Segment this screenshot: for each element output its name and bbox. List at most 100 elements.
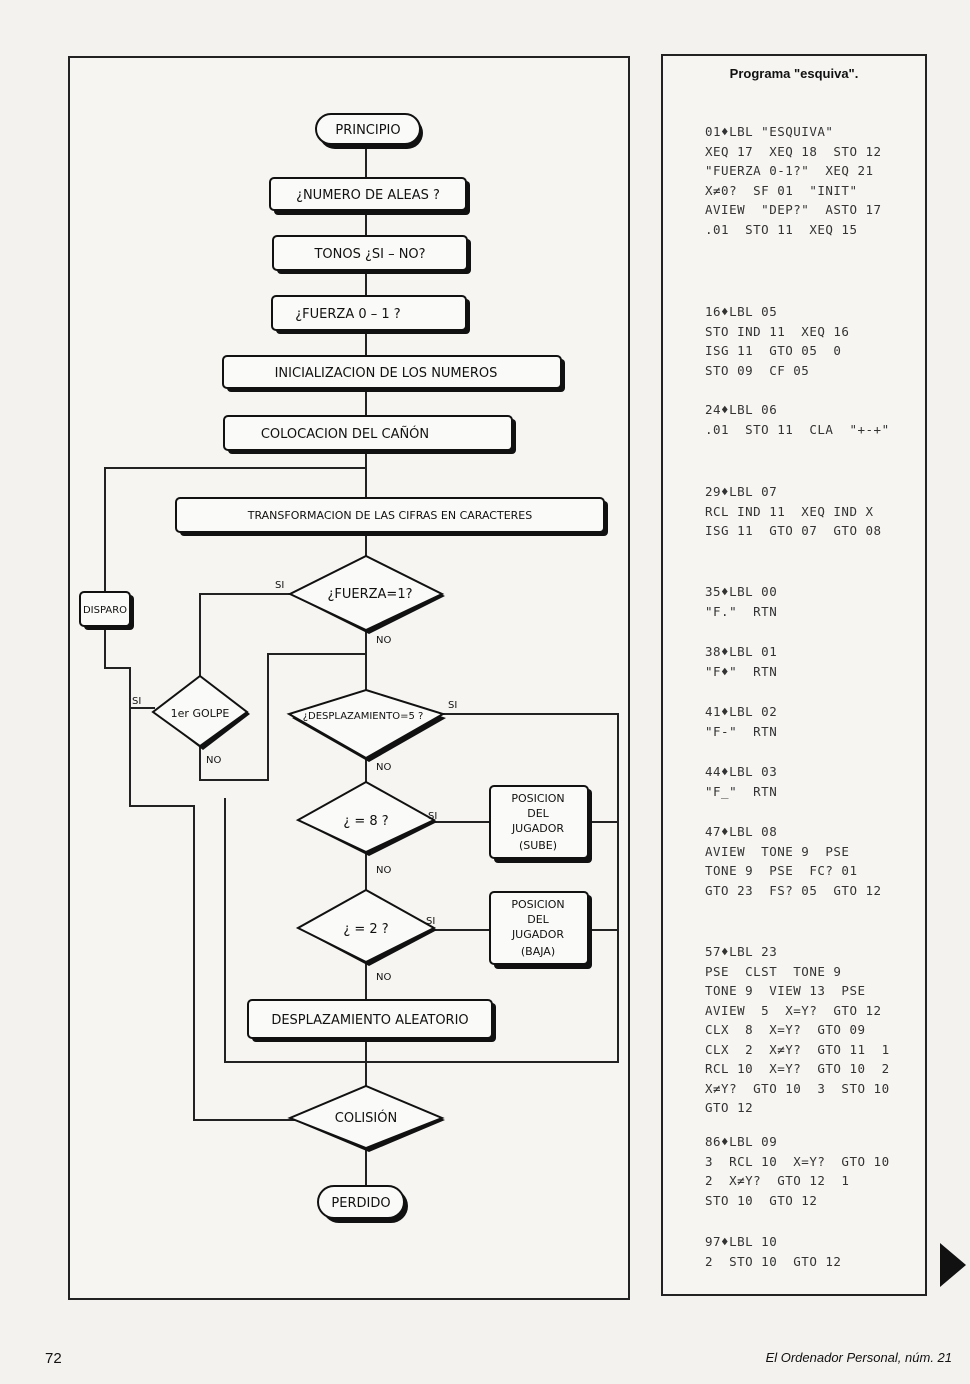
step-place-cannon: COLOCACION DEL CAÑÓN [223, 415, 516, 454]
code-line: STO 10 GTO 12 [705, 1192, 818, 1208]
decision-equals-8-si: SI [428, 811, 437, 822]
player-down-line2: DEL [527, 913, 549, 926]
step-place-cannon-label: COLOCACION DEL CAÑÓN [261, 426, 429, 442]
code-line: 97♦LBL 10 [705, 1234, 778, 1249]
code-line: AVIEW TONE 9 PSE [705, 843, 850, 859]
program-panel: Programa "esquiva". 01♦LBL "ESQUIVA"XEQ … [661, 54, 927, 1296]
code-line: 47♦LBL 08 [705, 824, 778, 839]
decision-first-hit: 1er GOLPE SI NO [132, 674, 250, 766]
decision-collision: COLISIÓN [287, 1084, 445, 1152]
decision-equals-2-label: ¿ = 2 ? [343, 922, 388, 937]
publication-name: El Ordenador Personal, núm. 21 [765, 1350, 952, 1365]
step-force: ¿FUERZA 0 – 1 ? [271, 295, 470, 334]
code-block: 47♦LBL 08 AVIEW TONE 9 PSE TONE 9 PSE FC? … [705, 822, 915, 900]
code-line: "F_" RTN [705, 783, 778, 799]
code-line: ISG 11 GTO 05 0 [705, 343, 842, 358]
step-random-displacement: DESPLAZAMIENTO ALEATORIO [247, 999, 496, 1042]
code-line: STO 09 CF 05 [705, 362, 810, 378]
code-line: AVIEW 5 X=Y? GTO 12 [705, 1002, 882, 1018]
code-block: 44♦LBL 03 "F_" RTN [705, 762, 915, 801]
code-line: AVIEW "DEP?" ASTO 17 [705, 202, 882, 217]
code-block: 41♦LBL 02 "F-" RTN [705, 702, 915, 741]
code-line: 35♦LBL 00 [705, 584, 778, 599]
code-line: 57♦LBL 23 [705, 944, 778, 959]
code-line: STO IND 11 XEQ 16 [705, 323, 850, 339]
code-line: 2 X≠Y? GTO 12 1 [705, 1173, 850, 1188]
code-line: "F♦" RTN [705, 663, 778, 679]
page-number: 72 [45, 1350, 62, 1367]
player-up-line3: JUGADOR [511, 822, 564, 835]
code-block: 16♦LBL 05 STO IND 11 XEQ 16 ISG 11 GTO 05 … [705, 302, 915, 380]
code-line: 41♦LBL 02 [705, 704, 778, 719]
decision-force-no: NO [376, 635, 391, 646]
code-block: 97♦LBL 10 2 STO 10 GTO 12 [705, 1232, 915, 1271]
code-line: 29♦LBL 07 [705, 484, 778, 499]
step-random-displacement-label: DESPLAZAMIENTO ALEATORIO [271, 1013, 468, 1028]
step-init-numbers-label: INICIALIZACION DE LOS NUMEROS [275, 366, 498, 381]
step-transform-digits-label: TRANSFORMACION DE LAS CIFRAS EN CARACTER… [247, 509, 533, 522]
player-up-line2: DEL [527, 807, 549, 820]
start-terminal: PRINCIPIO [315, 113, 423, 149]
code-line: GTO 12 [705, 1100, 754, 1115]
step-force-label: ¿FUERZA 0 – 1 ? [295, 307, 400, 322]
step-number-of-rolls: ¿NUMERO DE ALEAS ? [269, 177, 470, 215]
code-line: X≠0? SF 01 "INIT" [705, 182, 858, 198]
step-shot-label: DISPARO [83, 605, 127, 616]
decision-force-si: SI [275, 580, 284, 591]
code-line: RCL 10 X=Y? GTO 10 2 [705, 1061, 890, 1076]
flowchart-connectors [104, 144, 619, 1186]
code-line: X≠Y? GTO 10 3 STO 10 [705, 1080, 890, 1096]
end-label: PERDIDO [331, 1196, 390, 1211]
decision-force: ¿FUERZA=1? SI NO [275, 554, 445, 646]
code-line: TONE 9 PSE FC? 01 [705, 863, 858, 878]
code-line: .01 STO 11 XEQ 15 [705, 221, 858, 237]
code-line: 2 STO 10 GTO 12 [705, 1253, 842, 1269]
step-tones: TONOS ¿SI – NO? [272, 235, 471, 274]
code-line: GTO 23 FS? 05 GTO 12 [705, 882, 882, 898]
player-down-line4: (BAJA) [521, 945, 555, 958]
code-block: 29♦LBL 07 RCL IND 11 XEQ IND X ISG 11 GTO … [705, 482, 915, 541]
code-line: CLX 8 X=Y? GTO 09 [705, 1022, 866, 1037]
decision-equals-8: ¿ = 8 ? SI NO [295, 780, 437, 876]
step-transform-digits: TRANSFORMACION DE LAS CIFRAS EN CARACTER… [175, 497, 608, 536]
next-page-arrow-icon [940, 1243, 966, 1287]
flowchart-panel: PRINCIPIO ¿NUMERO DE ALEAS ? TONOS ¿SI –… [68, 56, 630, 1300]
code-line: 44♦LBL 03 [705, 764, 778, 779]
decision-displacement-label: ¿DESPLAZAMIENTO=5 ? [303, 711, 424, 722]
code-line: 3 RCL 10 X=Y? GTO 10 [705, 1153, 890, 1169]
step-number-of-rolls-label: ¿NUMERO DE ALEAS ? [296, 188, 440, 203]
decision-first-hit-no: NO [206, 755, 221, 766]
code-block: 01♦LBL "ESQUIVA"XEQ 17 XEQ 18 STO 12"FUE… [705, 122, 915, 239]
code-line: RCL IND 11 XEQ IND X [705, 503, 874, 519]
player-up-box: POSICION DEL JUGADOR (SUBE) [489, 785, 592, 863]
player-up-line4: (SUBE) [519, 839, 557, 852]
code-block: 35♦LBL 00 "F." RTN [705, 582, 915, 621]
code-line: 38♦LBL 01 [705, 644, 778, 659]
decision-equals-2-no: NO [376, 972, 391, 983]
decision-collision-label: COLISIÓN [335, 1110, 397, 1126]
code-line: "F-" RTN [705, 723, 778, 739]
flowchart: PRINCIPIO ¿NUMERO DE ALEAS ? TONOS ¿SI –… [79, 113, 619, 1223]
code-line: "F." RTN [705, 603, 778, 619]
code-line: 24♦LBL 06 [705, 402, 778, 417]
code-block: 38♦LBL 01 "F♦" RTN [705, 642, 915, 681]
code-line: 16♦LBL 05 [705, 304, 778, 319]
decision-equals-2: ¿ = 2 ? SI NO [295, 888, 437, 983]
player-down-line3: JUGADOR [511, 928, 564, 941]
program-title: Programa "esquiva". [729, 66, 859, 81]
code-block: 86♦LBL 09 3 RCL 10 X=Y? GTO 10 2 X≠Y? GTO … [705, 1132, 915, 1210]
end-terminal: PERDIDO [317, 1185, 408, 1223]
step-tones-label: TONOS ¿SI – NO? [313, 247, 425, 262]
decision-equals-8-no: NO [376, 865, 391, 876]
code-line: 86♦LBL 09 [705, 1134, 778, 1149]
player-down-box: POSICION DEL JUGADOR (BAJA) [489, 891, 592, 969]
decision-equals-2-si: SI [426, 916, 435, 927]
code-line: ISG 11 GTO 07 GTO 08 [705, 523, 882, 538]
code-line: 01♦LBL "ESQUIVA" [705, 124, 834, 139]
decision-first-hit-si: SI [132, 696, 141, 707]
step-init-numbers: INICIALIZACION DE LOS NUMEROS [222, 355, 565, 392]
decision-displacement: ¿DESPLAZAMIENTO=5 ? SI NO [286, 688, 457, 773]
step-shot: DISPARO [79, 591, 134, 630]
player-down-line1: POSICION [511, 898, 564, 911]
